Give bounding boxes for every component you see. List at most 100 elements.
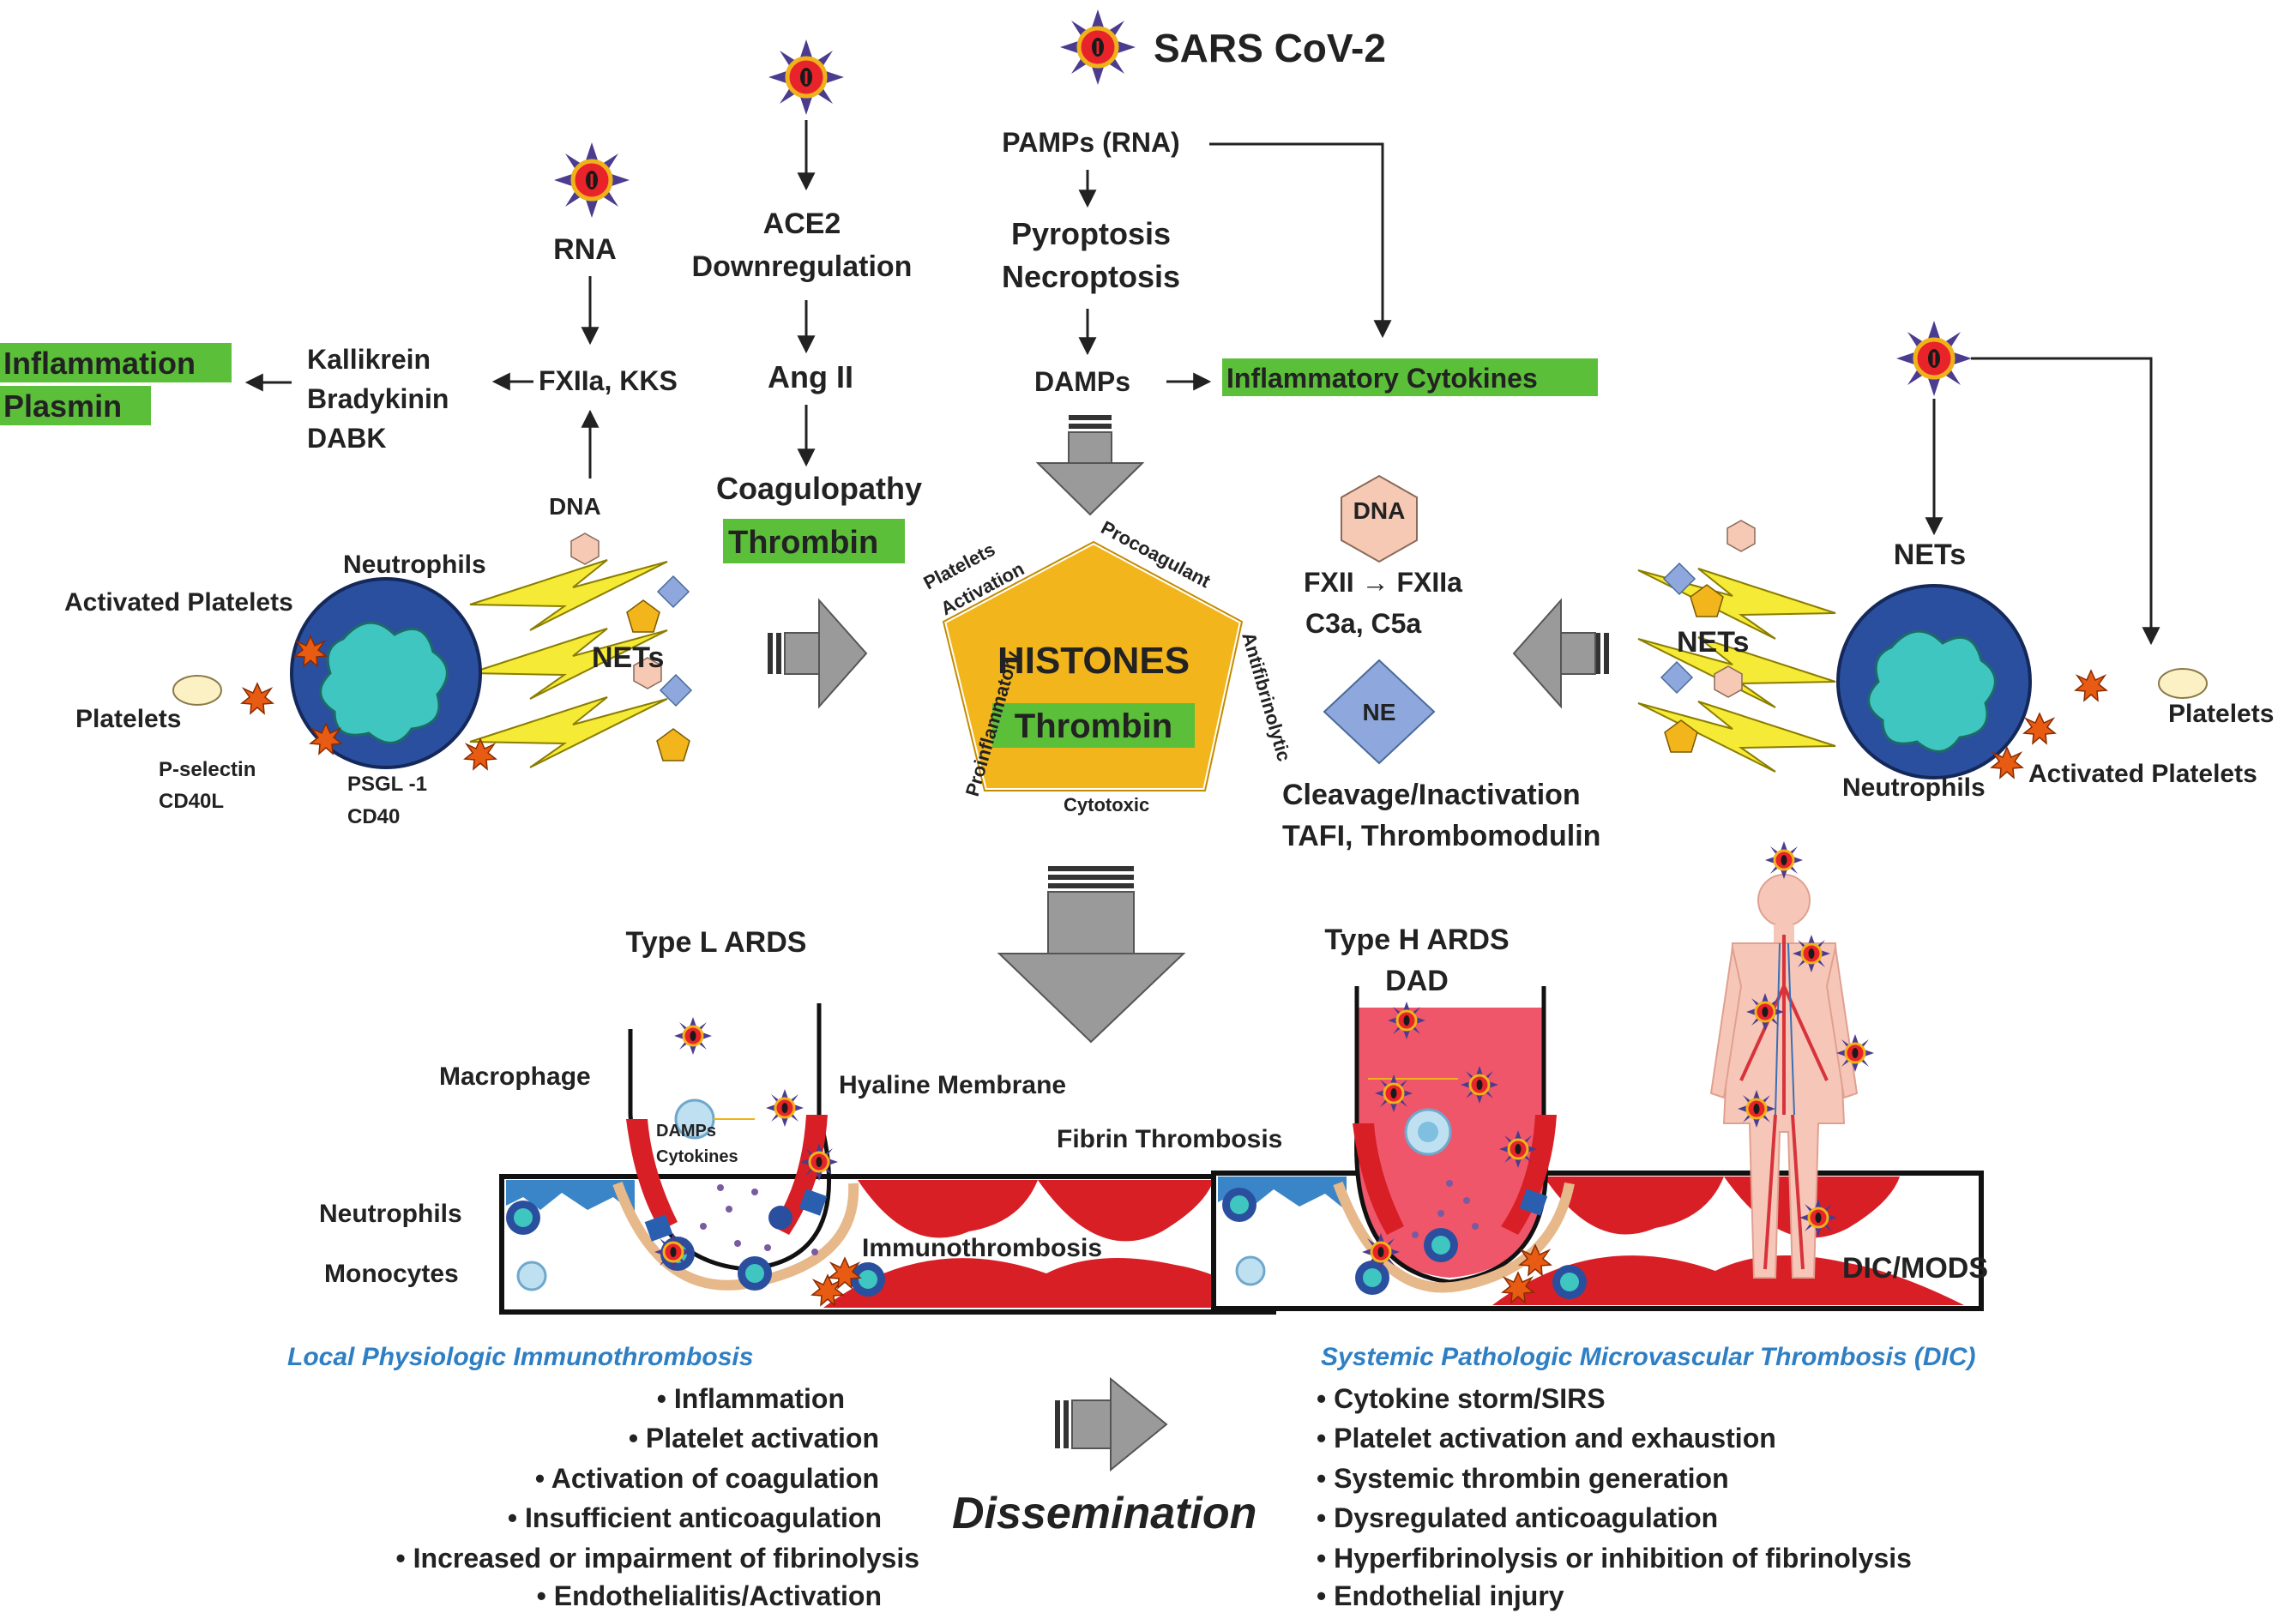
- cd40-label: CD40: [347, 805, 400, 828]
- center-thrombin-highlight: [992, 703, 1195, 748]
- macrophage-label: Macrophage: [439, 1062, 591, 1091]
- inflammation-label: Inflammation: [3, 346, 196, 381]
- type-l-title: Type L ARDS: [626, 926, 807, 959]
- nets-top-label-right: NETs: [1894, 539, 1966, 571]
- local-heading: Local Physiologic Immunothrombosis: [287, 1343, 753, 1371]
- gray-arrow-dissemination: [1055, 1376, 1168, 1472]
- activated-platelet-icon: [241, 683, 274, 714]
- rna-label: RNA: [553, 233, 617, 266]
- dissemination-label: Dissemination: [952, 1489, 1256, 1538]
- cleavage-label: Cleavage/Inactivation: [1282, 779, 1581, 811]
- virus-icon: [1060, 9, 1136, 85]
- hyaline-membrane-label: Hyaline Membrane: [839, 1071, 1066, 1099]
- virus-icon: [1736, 1088, 1777, 1129]
- nets-label-left: NETs: [592, 641, 664, 674]
- c3a-c5a-label: C3a, C5a: [1305, 608, 1421, 639]
- downregulation-label: Downregulation: [692, 250, 913, 283]
- neutrophils-label-right: Neutrophils: [1842, 773, 1986, 802]
- fibrin-thrombosis-label: Fibrin Thrombosis: [1057, 1125, 1282, 1153]
- activated-platelets-label-left: Activated Platelets: [64, 588, 293, 617]
- cytokines-highlight: [1222, 358, 1598, 396]
- fxii-fxiia-label: FXII → FXIIa: [1304, 567, 1462, 598]
- thrombin-label: Thrombin: [728, 525, 878, 561]
- diagram-title: SARS CoV-2: [1154, 26, 1386, 70]
- neutrophils-label-type-l: Neutrophils: [319, 1200, 462, 1228]
- local-item-6: • Endothelialitis/Activation: [537, 1580, 882, 1611]
- center-thrombin-label: Thrombin: [1015, 707, 1172, 745]
- histone-pentagon-icon: [626, 599, 660, 633]
- tafi-label: TAFI, Thrombomodulin: [1282, 820, 1600, 852]
- activated-platelet-icon: [2075, 670, 2107, 701]
- virus-icon: [768, 39, 844, 115]
- dna-hexagon-icon: [570, 533, 600, 565]
- cytokines-small-label: Cytokines: [656, 1147, 738, 1166]
- systemic-item-6: • Endothelial injury: [1317, 1580, 1564, 1611]
- systemic-item-5: • Hyperfibrinolysis or inhibition of fib…: [1317, 1543, 1912, 1574]
- human-body-icon: [1709, 874, 1859, 1279]
- dabk-label: DABK: [307, 423, 386, 454]
- virus-icon: [672, 1015, 714, 1056]
- histone-pentagon-icon: [656, 728, 690, 761]
- nucleus-icon: [319, 621, 449, 744]
- dna-hexagon-icon: [1727, 520, 1756, 552]
- fxiia-kks-label: FXIIa, KKS: [539, 365, 678, 396]
- monocyte-cell-icon: [738, 1256, 772, 1291]
- psgl-1-label: PSGL -1: [347, 773, 427, 796]
- histones-outline: [942, 540, 1244, 791]
- virus-icon: [1498, 1128, 1539, 1170]
- virus-icon: [1360, 1231, 1401, 1273]
- type-h-title: Type H ARDS: [1324, 924, 1509, 956]
- platelets-label-right: Platelets: [2168, 700, 2274, 728]
- systemic-item-3: • Systemic thrombin generation: [1317, 1463, 1729, 1494]
- plasmin-highlight: [0, 386, 151, 425]
- systemic-heading: Systemic Pathologic Microvascular Thromb…: [1321, 1343, 1976, 1371]
- ne-diamond-icon: [660, 674, 692, 707]
- ang-ii-label: Ang II: [768, 359, 853, 394]
- platelet-icon: [2158, 668, 2208, 699]
- virus-icon: [1373, 1073, 1414, 1114]
- virus-icon: [1745, 991, 1786, 1032]
- bradykinin-label: Bradykinin: [307, 383, 449, 414]
- local-item-4: • Insufficient anticoagulation: [508, 1502, 882, 1533]
- damps-small-label: DAMPs: [656, 1122, 716, 1141]
- cd40l-label: CD40L: [159, 790, 224, 813]
- virus-icon: [554, 142, 630, 218]
- systemic-item-2: • Platelet activation and exhaustion: [1317, 1423, 1776, 1453]
- pyroptosis-label: Pyroptosis: [1011, 216, 1171, 251]
- immunothrombosis-label: Immunothrombosis: [862, 1234, 1102, 1262]
- arrow: [1971, 357, 2160, 646]
- thrombin-highlight: [723, 519, 905, 563]
- p-selectin-label: P-selectin: [159, 758, 256, 781]
- coagulopathy-label: Coagulopathy: [716, 471, 922, 506]
- monocytes-label: Monocytes: [324, 1260, 459, 1288]
- monocyte-icon: [516, 1261, 547, 1291]
- gray-arrow-left: [1512, 598, 1609, 709]
- damps-label: DAMPs: [1034, 366, 1130, 397]
- virus-icon: [798, 1141, 840, 1183]
- activated-platelet-icon: [464, 738, 497, 770]
- virus-icon: [1791, 933, 1832, 974]
- type-l-alveolus: [499, 1003, 1276, 1315]
- virus-icon: [1459, 1064, 1500, 1105]
- platelet-icon: [172, 675, 222, 706]
- dad-label: DAD: [1385, 965, 1449, 997]
- net-bolt-icon: [469, 696, 668, 768]
- monocyte-icon: [1235, 1255, 1266, 1286]
- dna-hexagon-icon: [1341, 474, 1418, 563]
- ne-diamond-icon: [1323, 659, 1436, 765]
- cytotoxic-side-label: Cytotoxic: [1064, 794, 1149, 816]
- gray-arrow-down-small: [1035, 415, 1145, 516]
- dna-label: DNA: [549, 493, 601, 520]
- activated-platelet-icon: [2023, 713, 2056, 744]
- antifibrinolytic-side-label: Antifibrinolytic: [1238, 629, 1295, 763]
- local-item-3: • Activation of coagulation: [535, 1463, 879, 1494]
- neutrophil-cell-icon: [1552, 1265, 1587, 1299]
- inflammatory-cytokines-label: Inflammatory Cytokines: [1226, 363, 1538, 394]
- ace2-label: ACE2: [763, 208, 841, 240]
- activated-platelets-label-right: Activated Platelets: [2028, 760, 2257, 788]
- gray-arrow-right: [768, 598, 868, 709]
- arrow: [1209, 142, 1392, 339]
- local-item-1: • Inflammation: [657, 1383, 845, 1414]
